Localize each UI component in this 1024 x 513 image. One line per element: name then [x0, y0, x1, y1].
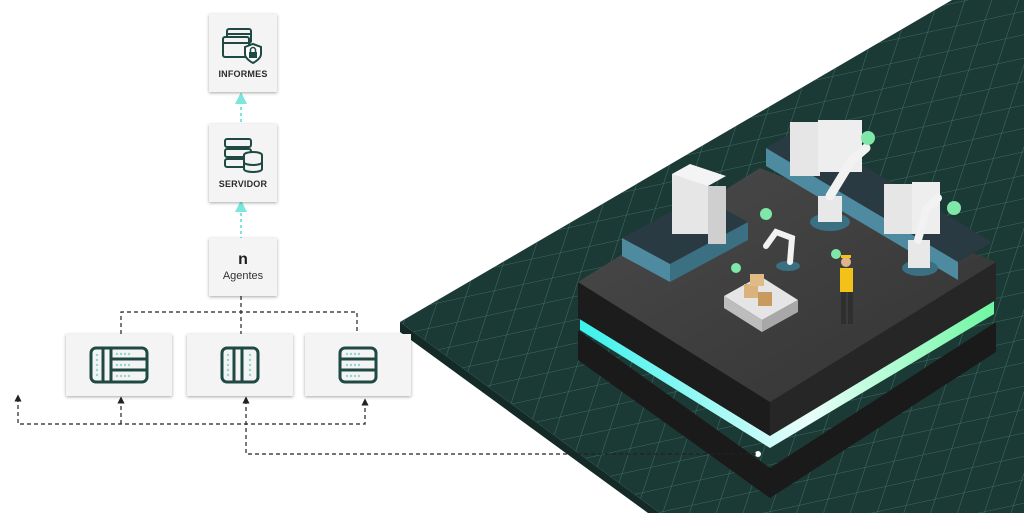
database-server-icon — [224, 138, 263, 173]
agv-cart — [724, 274, 798, 332]
agents-node[interactable]: n Agentes — [209, 238, 277, 296]
device-network-lines — [14, 296, 756, 455]
agents-label: Agentes — [222, 270, 264, 282]
double-server-rack-icon — [89, 346, 149, 384]
device-node-3[interactable] — [305, 334, 411, 396]
reports-lock-icon — [222, 28, 262, 65]
worker-figure — [840, 255, 853, 324]
conveyor-left — [622, 164, 748, 282]
agents-count: n — [238, 251, 248, 268]
server-stack-icon — [338, 346, 378, 384]
reports-node[interactable]: INFORMES — [209, 14, 277, 92]
device-node-2[interactable] — [187, 334, 293, 396]
reports-label: INFORMES — [218, 69, 268, 79]
single-server-rack-icon — [220, 346, 260, 384]
device-node-1[interactable] — [66, 334, 172, 396]
connector-dot — [755, 451, 761, 457]
robot-arms — [763, 143, 942, 276]
wireless-badges — [731, 131, 961, 273]
server-label: SERVIDOR — [218, 179, 268, 189]
server-node[interactable]: SERVIDOR — [209, 124, 277, 202]
